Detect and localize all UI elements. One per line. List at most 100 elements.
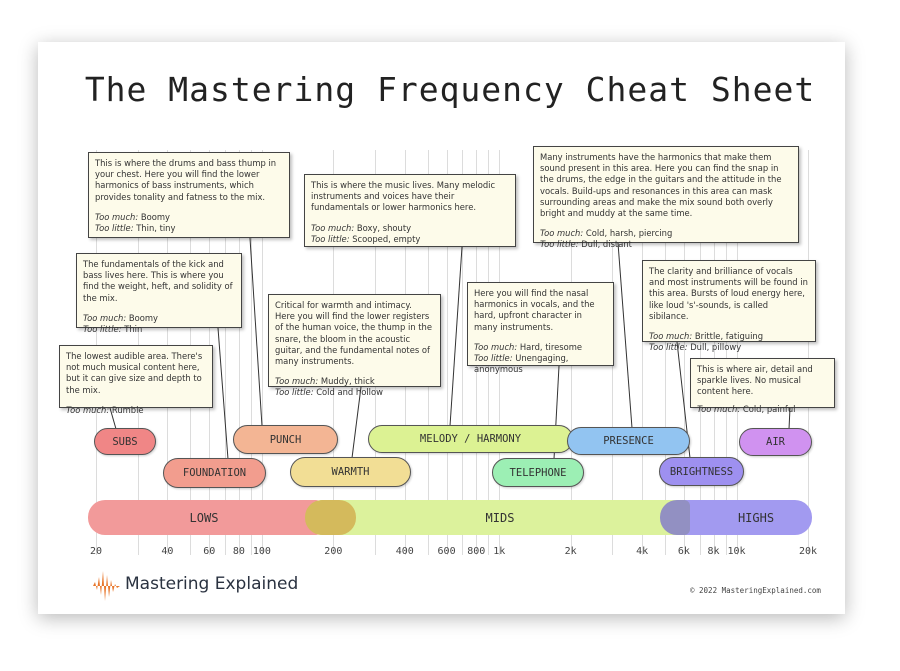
band-lows-label: LOWS — [189, 510, 219, 525]
pill-warmth: WARMTH — [290, 457, 411, 487]
box-text: Many instruments have the harmonics that… — [540, 152, 782, 219]
too-little-label: Too little: — [83, 324, 122, 335]
box-text: This is where the music lives. Many melo… — [311, 180, 496, 213]
too-little-value: Unengaging, anonymous — [474, 353, 569, 375]
box-text: This is where air, detail and sparkle li… — [697, 364, 813, 397]
connector-punch — [249, 237, 263, 427]
connector-subs — [109, 407, 117, 430]
grid-line — [261, 150, 263, 555]
grid-line — [683, 150, 685, 555]
grid-line — [808, 150, 809, 555]
tick-label: 400 — [395, 546, 414, 557]
too-much-label: Too much: — [649, 331, 693, 342]
overlap-mids-highs — [660, 500, 690, 535]
grid-line — [725, 150, 727, 555]
info-box-melody: This is where the music lives. Many melo… — [304, 174, 516, 247]
tick-label: 1k — [493, 546, 506, 557]
overlap-lows-mids — [305, 500, 356, 535]
info-box-telephone: Here you will find the nasal harmonics i… — [467, 282, 614, 374]
pill-subs: SUBS — [94, 428, 156, 455]
tick-label: 8k — [707, 546, 720, 557]
pill-melody-harmony: MELODY / HARMONY — [368, 425, 573, 453]
waveform-logo-icon — [88, 571, 120, 601]
tick-label: 100 — [252, 546, 271, 557]
tick-label: 20 — [89, 546, 103, 557]
box-text: The clarity and brilliance of vocals and… — [649, 266, 808, 321]
grid-line — [665, 150, 667, 555]
box-text: Here you will find the nasal harmonics i… — [474, 288, 595, 332]
too-much-value: Boomy — [128, 312, 158, 323]
too-much-value: Hard, tiresome — [519, 341, 583, 352]
too-much-value: Boomy — [140, 211, 170, 222]
too-little-value: Dull, distant — [581, 239, 632, 250]
too-little-label: Too little: — [95, 223, 134, 234]
tick-label: 600 — [437, 546, 456, 557]
too-little-label: Too little: — [649, 342, 688, 353]
grid-line — [238, 150, 240, 555]
too-little-value: Scooped, empty — [352, 233, 421, 244]
too-little-label: Too little: — [540, 239, 579, 250]
too-much-label: Too much: — [540, 228, 584, 239]
too-little-value: Thin — [124, 324, 143, 335]
too-much-value: Brittle, fatiguing — [694, 331, 764, 342]
too-little-value: Thin, tiny — [136, 223, 176, 234]
too-much-label: Too much: — [66, 404, 110, 415]
grid-line — [462, 150, 464, 555]
connector-foundation — [217, 327, 229, 460]
too-much-label: Too much: — [474, 341, 518, 352]
too-little-label: Too little: — [311, 233, 350, 244]
info-box-brightness: The clarity and brilliance of vocals and… — [642, 260, 816, 352]
pill-brightness: BRIGHTNESS — [659, 457, 744, 486]
band-highs-label: HIGHS — [737, 510, 775, 525]
too-much-label: Too much: — [275, 376, 319, 387]
grid-line — [736, 150, 738, 555]
info-box-presence: Many instruments have the harmonics that… — [533, 146, 799, 249]
info-box-air: This is where air, detail and sparkle li… — [690, 358, 835, 414]
band-mids-label: MIDS — [485, 510, 515, 525]
connector-air — [788, 407, 791, 430]
too-much-label: Too much: — [95, 211, 139, 222]
band-lows: LOWS — [88, 500, 320, 535]
grid-line — [446, 150, 448, 555]
brand-name: Mastering Explained — [125, 574, 299, 594]
too-much-value: Cold, painful — [742, 403, 796, 414]
tick-label: 10k — [727, 546, 746, 557]
tick-label: 60 — [203, 546, 216, 557]
info-box-warmth: Critical for warmth and intimacy. Here y… — [268, 294, 441, 397]
too-much-value: Cold, harsh, piercing — [585, 228, 673, 239]
box-text: This is where the drums and bass thump i… — [95, 158, 277, 202]
grid-line — [713, 150, 715, 555]
pill-air: AIR — [739, 428, 812, 456]
info-box-foundation: The fundamentals of the kick and bass li… — [76, 253, 242, 334]
tick-label: 80 — [232, 546, 245, 557]
band-mids: MIDS — [320, 500, 680, 535]
tick-label: 20k — [798, 546, 818, 557]
too-little-value: Cold and hollow — [316, 387, 383, 398]
box-text: The fundamentals of the kick and bass li… — [83, 259, 233, 303]
info-box-punch: This is where the drums and bass thump i… — [88, 152, 290, 238]
tick-label: 6k — [677, 546, 690, 557]
pill-presence: PRESENCE — [567, 427, 690, 455]
connector-presence — [617, 242, 633, 429]
tick-label: 800 — [467, 546, 486, 557]
tick-label: 40 — [161, 546, 174, 557]
band-highs: HIGHS — [680, 500, 812, 535]
pill-punch: PUNCH — [233, 425, 338, 454]
grid-line — [642, 150, 644, 555]
connector-warmth — [351, 386, 362, 459]
too-little-label: Too little: — [275, 387, 314, 398]
too-much-value: Rumble — [111, 404, 144, 415]
too-much-label: Too much: — [697, 403, 741, 414]
grid-line — [699, 150, 701, 555]
box-text: Critical for warmth and intimacy. Here y… — [275, 300, 432, 367]
too-little-value: Dull, pillowy — [690, 342, 742, 353]
tick-label: 2k — [564, 546, 577, 557]
too-much-value: Boxy, shouty — [356, 222, 412, 233]
too-much-value: Muddy, thick — [320, 376, 375, 387]
too-little-label: Too little: — [474, 353, 513, 364]
grid-line — [251, 150, 253, 555]
too-much-label: Too much: — [83, 312, 127, 323]
pill-foundation: FOUNDATION — [163, 458, 266, 488]
connector-melody — [449, 246, 463, 427]
copyright: © 2022 MasteringExplained.com — [690, 586, 821, 595]
